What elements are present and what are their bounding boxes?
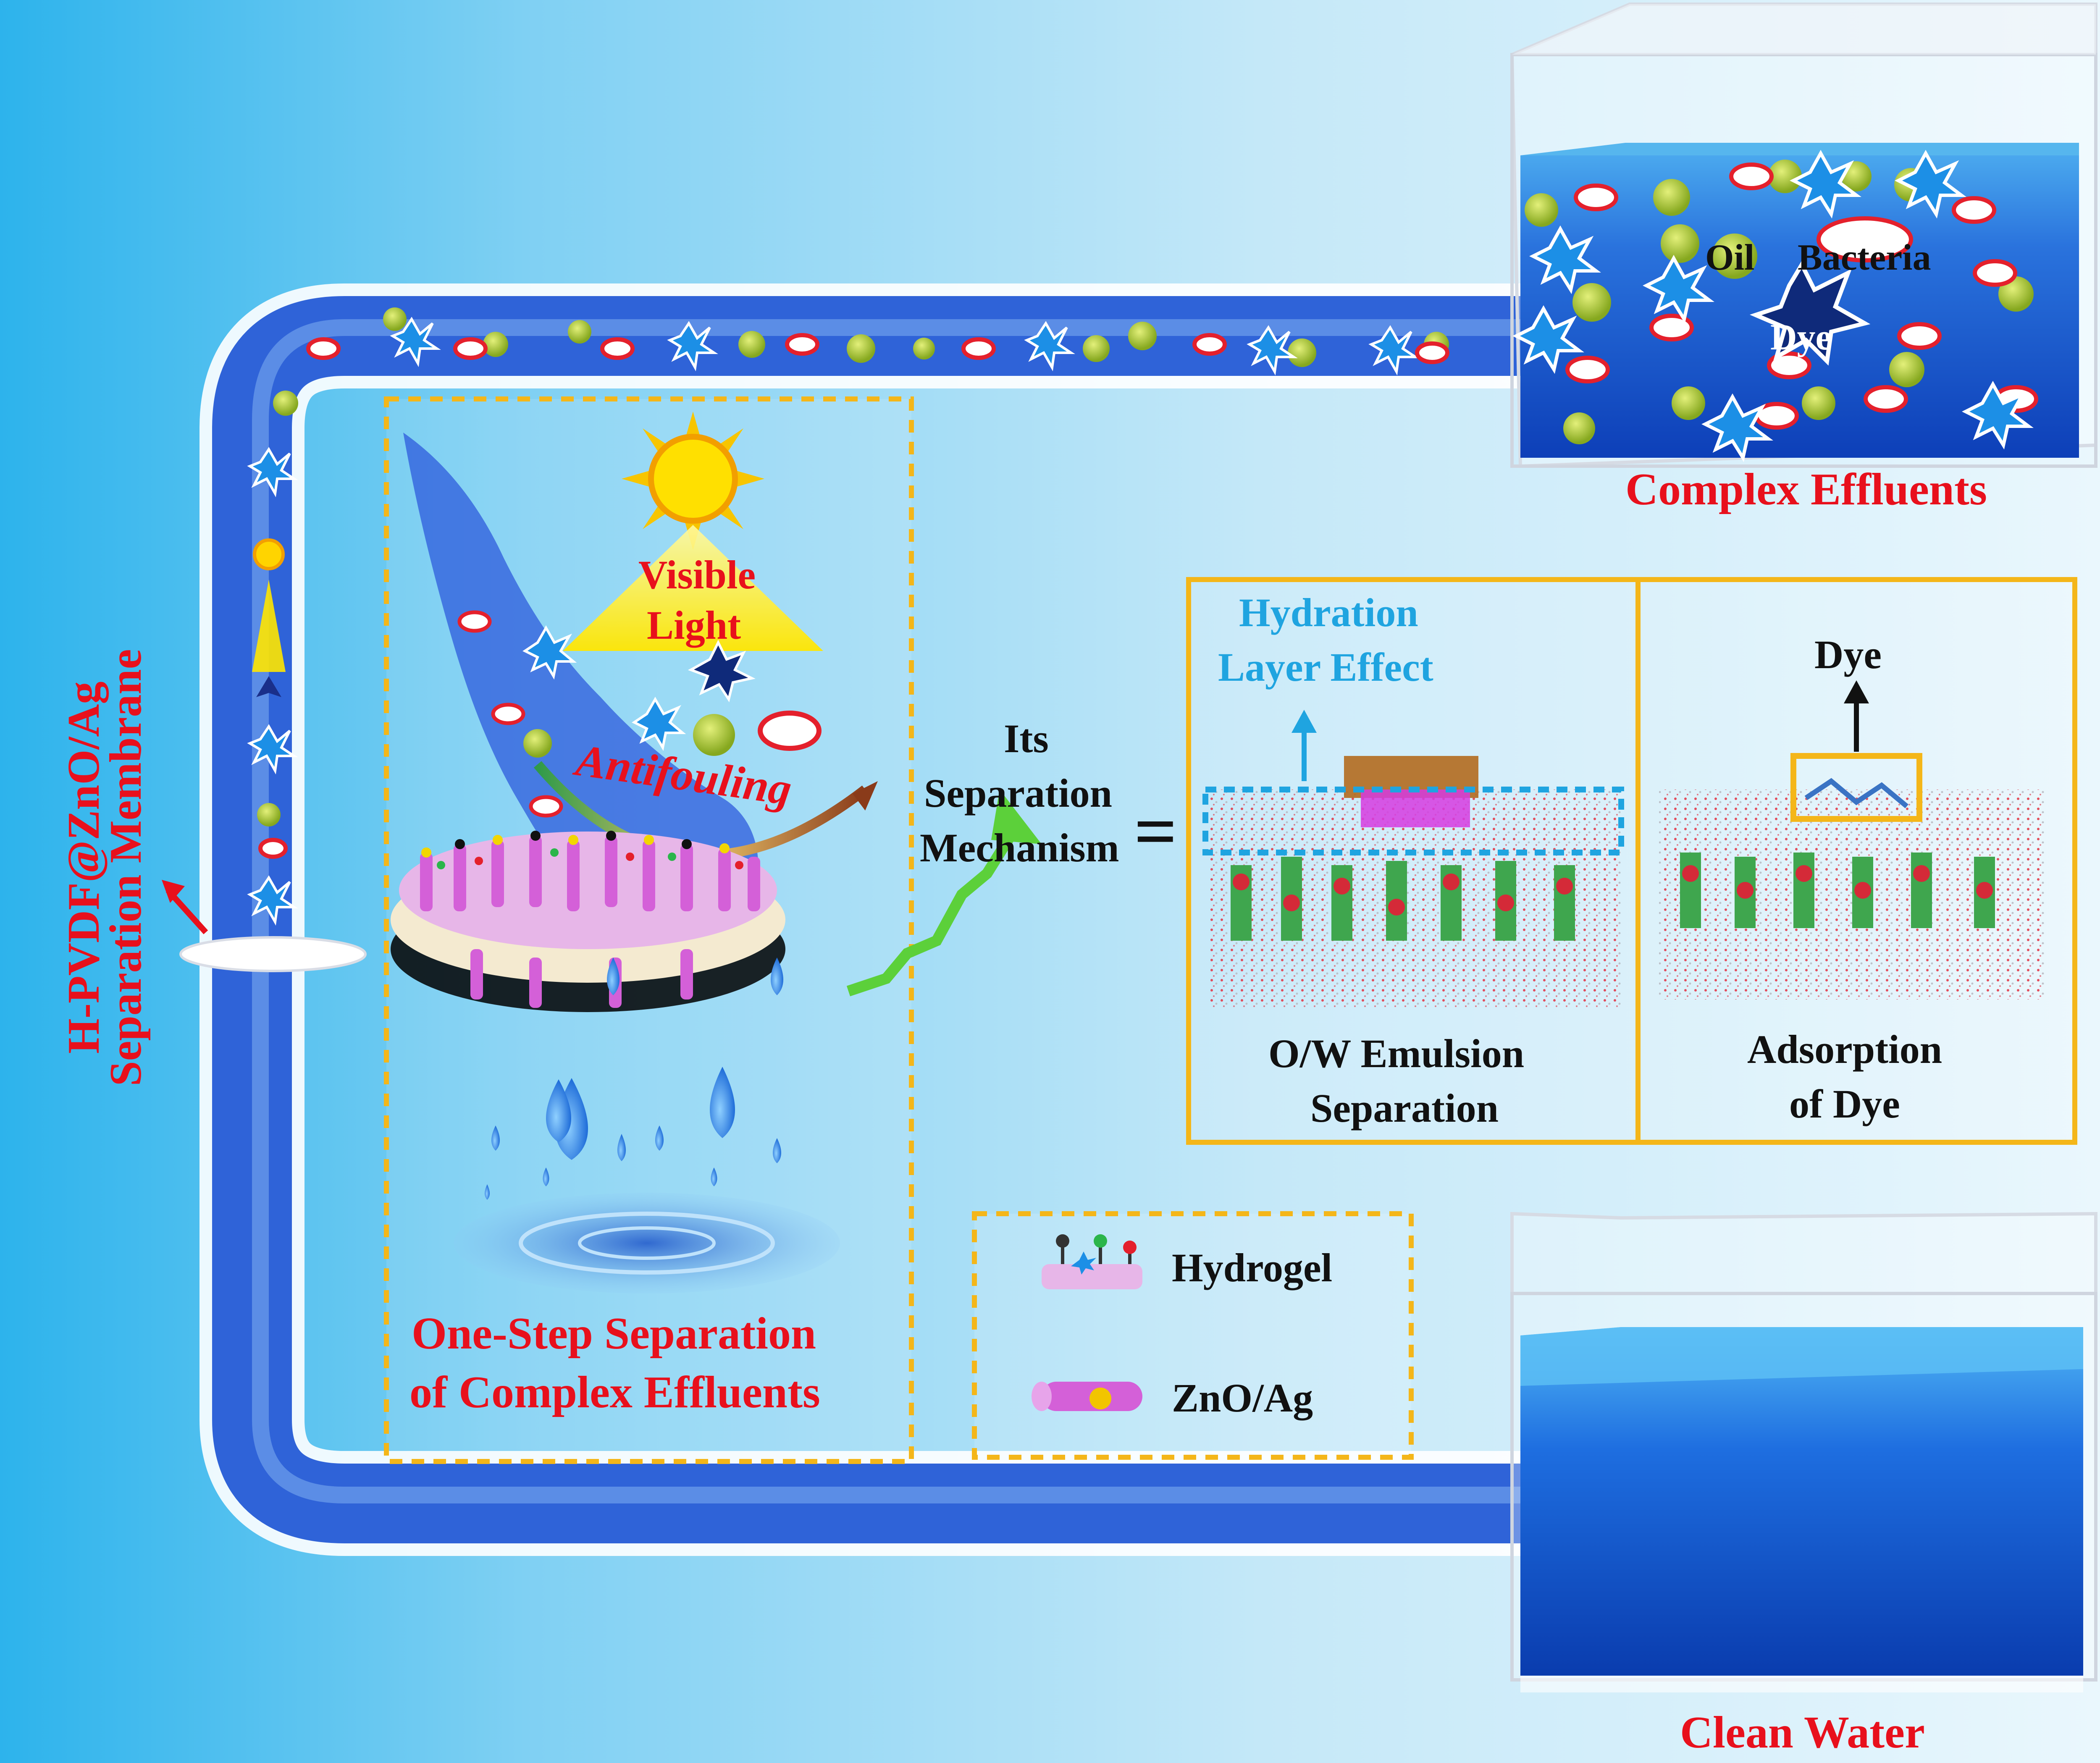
oil-label: Oil [1705,237,1755,278]
light-beam [563,525,823,651]
membrane-label-2: Separation Membrane [101,649,151,1086]
ow-emulsion-label-1: O/W Emulsion [1268,1031,1525,1076]
legend-zno-icon [1032,1382,1142,1411]
membrane-structure [391,831,785,1012]
arrow-icon [846,790,1042,997]
hydration-label-2: Layer Effect [1218,645,1433,690]
clean-water-label: Clean Water [1680,1708,1925,1758]
visible-light-label-2: Light [647,603,741,648]
sun-icon [622,412,764,550]
one-step-label-2: of Complex Effluents [410,1367,820,1417]
mechanism-label-1: Its [1004,716,1049,761]
ow-emulsion-label-2: Separation [1310,1086,1499,1131]
water-drop-icon [485,958,783,1200]
pollutant-plume [403,433,759,935]
dye-molecule-icon [688,640,756,703]
complex-effluents-tank [1510,3,2097,468]
sun-icon [253,538,285,570]
equals-sign: = [1134,790,1177,873]
clean-water-tank [1510,1212,2097,1692]
pipe-system [179,283,1529,1556]
membrane-disc [179,936,367,972]
dye-molecule-icon [1749,260,1871,366]
md-simulation-left [1202,710,1624,1008]
legend-box [972,1211,1414,1460]
legend-hydrogel-label: Hydrogel [1172,1245,1333,1290]
md-simulation-right [1659,680,2045,1000]
complex-effluents-label: Complex Effluents [1625,464,1987,514]
dye-tank-label: Dye [1770,317,1832,358]
legend-hydrogel-icon [1042,1234,1142,1289]
adsorption-label-1: Adsorption [1747,1027,1942,1072]
mechanism-label-2: Separation [924,771,1113,816]
hydration-label-1: Hydration [1239,590,1418,635]
mechanism-label-3: Mechanism [920,825,1119,870]
dye-top-label: Dye [1814,632,1882,677]
legend-zno-label: ZnO/Ag [1172,1375,1313,1420]
adsorption-label-2: of Dye [1789,1081,1900,1126]
arrow-icon [162,880,208,934]
bacteria-label: Bacteria [1798,237,1931,278]
bacteria-icon [758,711,822,751]
one-step-label-1: One-Step Separation [412,1309,816,1359]
pipe-particles [247,307,1449,926]
visible-light-label-1: Visible [638,552,756,597]
water-ripple [454,1193,840,1293]
